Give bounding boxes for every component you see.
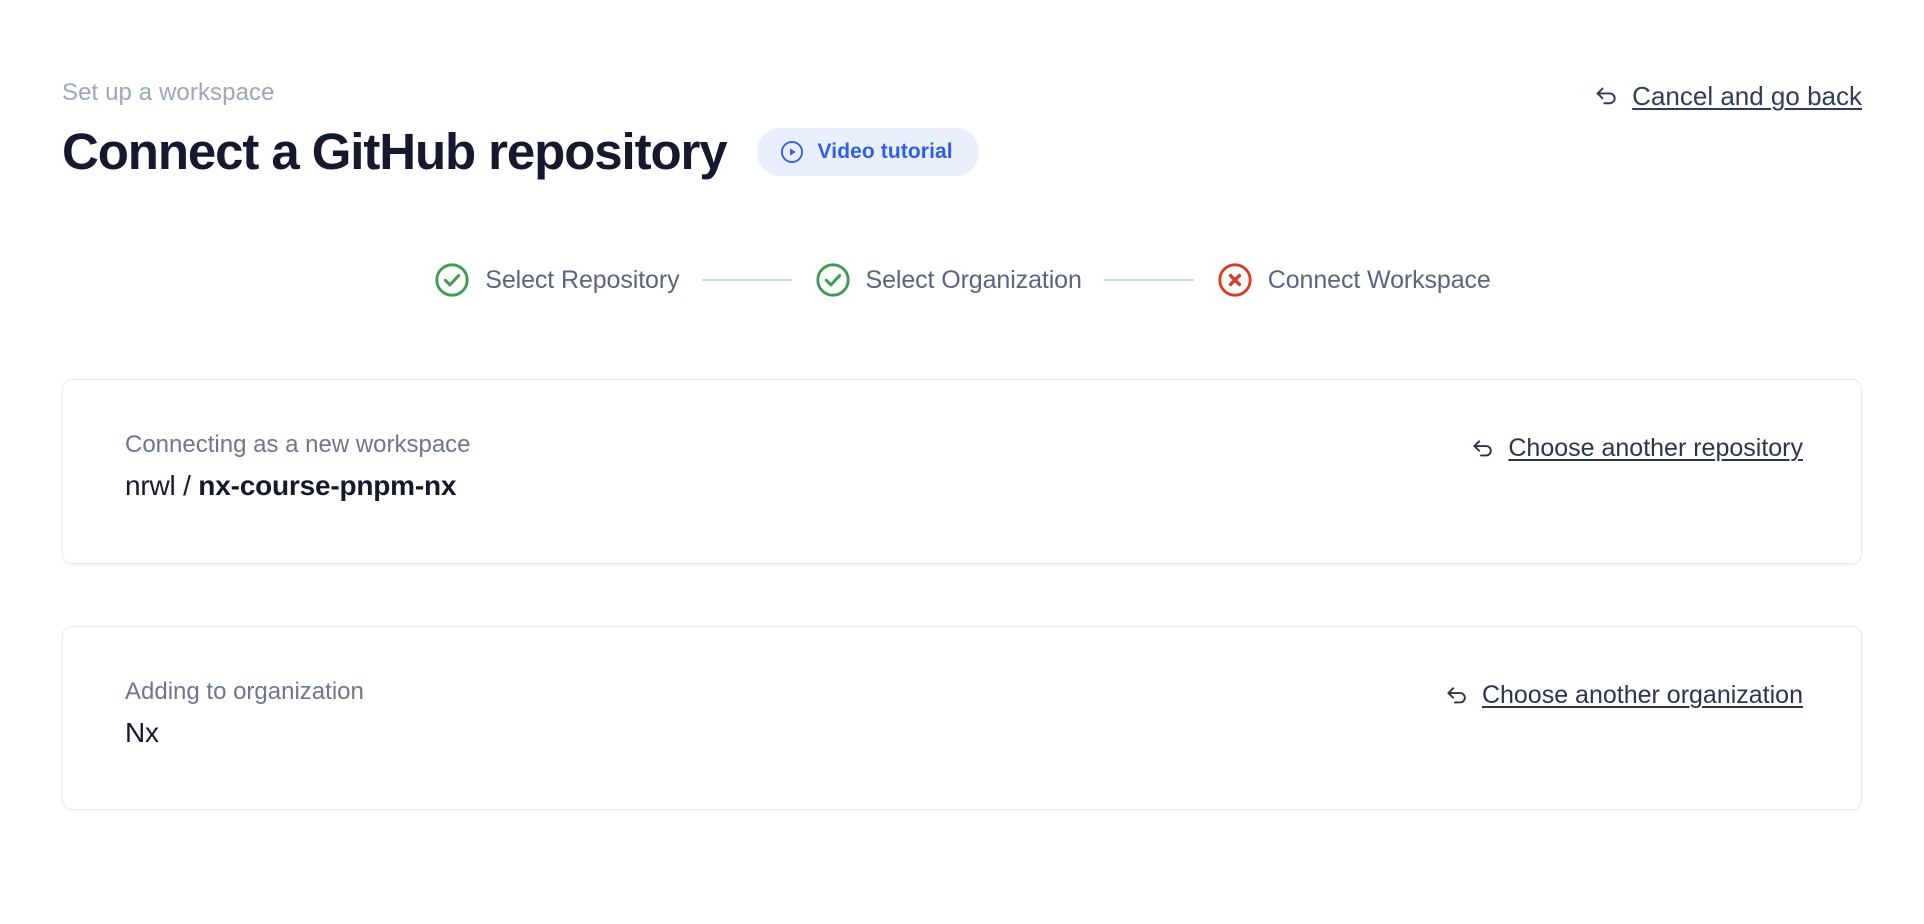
organization-card: Adding to organization Nx Choose another… [62,626,1862,810]
choose-another-repository-label: Choose another repository [1508,434,1803,462]
video-tutorial-label: Video tutorial [817,140,953,163]
step-connect-workspace[interactable]: Connect Workspace [1216,261,1491,299]
repository-card-body: Connecting as a new workspace nrwl / nx-… [125,430,471,504]
repository-owner: nrwl [125,470,176,501]
organization-card-body: Adding to organization Nx [125,677,364,751]
step-connector-2 [1103,279,1194,281]
arrow-uturn-left-icon [1592,82,1620,110]
page-header: Set up a workspace Connect a GitHub repo… [62,0,1862,182]
repository-name: nx-course-pnpm-nx [198,470,457,501]
cancel-and-go-back-label: Cancel and go back [1632,81,1862,111]
video-tutorial-button[interactable]: Video tutorial [756,128,979,176]
title-row: Connect a GitHub repository Video tutori… [62,122,1862,182]
check-circle-icon [814,261,852,299]
progress-stepper: Select Repository Select Organization Co… [62,261,1862,299]
choose-another-organization-link[interactable]: Choose another organization [1443,680,1803,711]
step-connector-1 [701,279,792,281]
repository-card-caption: Connecting as a new workspace [125,431,471,458]
x-circle-icon [1216,261,1254,299]
organization-card-caption: Adding to organization [125,678,364,705]
page-title: Connect a GitHub repository [62,123,728,180]
step-label-connect-workspace: Connect Workspace [1267,266,1491,294]
check-circle-icon [433,261,471,299]
repository-card-value: nrwl / nx-course-pnpm-nx [125,468,471,504]
arrow-uturn-left-icon [1469,435,1496,462]
step-select-organization[interactable]: Select Organization [814,261,1082,299]
breadcrumb: Set up a workspace [62,79,275,106]
step-label-select-organization: Select Organization [865,266,1082,294]
step-label-select-repository: Select Repository [485,266,680,294]
play-circle-icon [779,139,805,165]
choose-another-repository-link[interactable]: Choose another repository [1469,433,1803,464]
cancel-and-go-back-link[interactable]: Cancel and go back [1592,80,1862,112]
repository-card: Connecting as a new workspace nrwl / nx-… [62,379,1862,564]
choose-another-organization-label: Choose another organization [1481,681,1803,709]
repository-separator: / [175,470,199,501]
arrow-uturn-left-icon [1443,682,1470,709]
step-select-repository[interactable]: Select Repository [433,261,680,299]
organization-name: Nx [125,717,159,748]
